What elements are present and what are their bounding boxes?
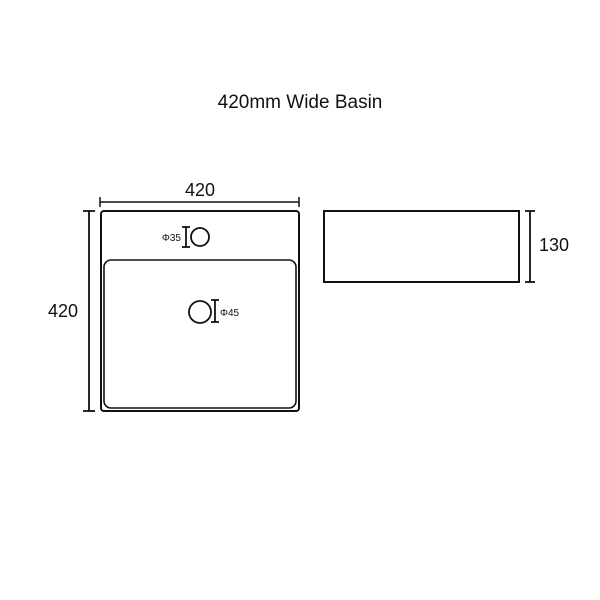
width-label: 420 [185,180,215,200]
depth-label: 420 [48,301,78,321]
waste-hole-icon [188,300,212,324]
tap-hole-dimension [182,226,190,248]
side-view [323,210,535,283]
waste-hole-label: Φ45 [220,308,240,319]
diagram-title: 420mm Wide Basin [218,92,383,113]
tap-hole-label: Φ35 [162,233,182,244]
height-label: 130 [539,235,569,255]
top-view [83,197,300,412]
side-outline [323,210,520,283]
waste-hole-dimension [211,299,219,323]
depth-dimension [83,210,95,412]
height-dimension [525,210,535,283]
basin-bowl [103,259,297,409]
basin-outline [100,210,300,412]
tap-hole-icon [190,227,210,247]
width-dimension [99,197,300,207]
